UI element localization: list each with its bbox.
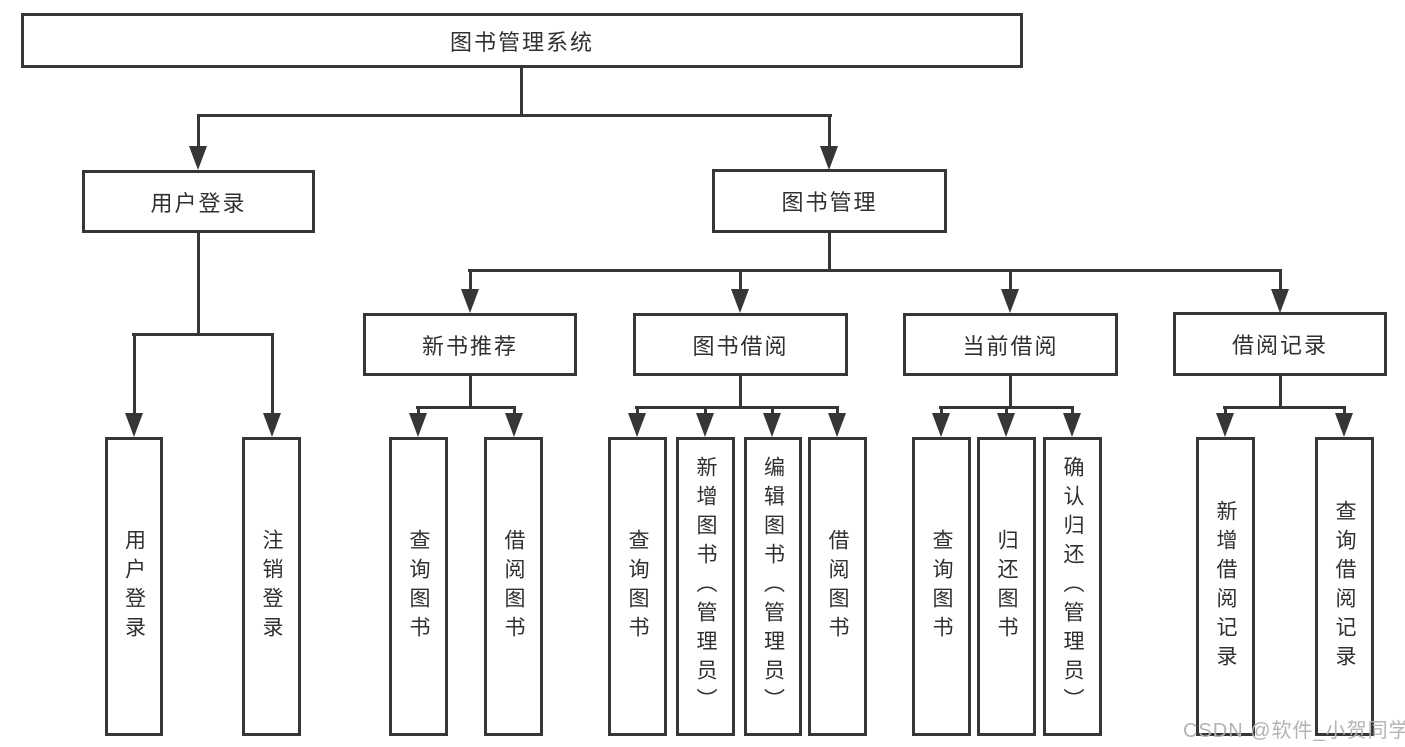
connector-recommend-bar <box>416 406 516 409</box>
leaf-label-recommend-query-books: 查询图书 <box>407 528 431 645</box>
connector-userlogin-stem <box>197 233 200 336</box>
leaf-label-borrow-borrow-books: 借阅图书 <box>826 528 850 645</box>
arrowhead-to-query-record <box>1335 413 1353 437</box>
arrowhead-to-book-management <box>820 146 838 170</box>
connector-bookmgmt-bar <box>468 269 1282 272</box>
arrowhead-to-recommend-borrow <box>505 413 523 437</box>
leaf-box-borrow-query-books: 查询图书 <box>608 437 667 736</box>
leaf-box-add-borrow-record: 新增借阅记录 <box>1196 437 1255 736</box>
leaf-label-query-borrow-record: 查询借阅记录 <box>1333 499 1357 674</box>
connector-root-drop-left <box>197 114 200 148</box>
connector-root-stem <box>520 68 523 117</box>
leaf-label-edit-books-admin: 编辑图书（管理员） <box>761 456 785 717</box>
leaf-box-edit-books-admin: 编辑图书（管理员） <box>744 437 802 736</box>
leaf-box-borrow-borrow-books: 借阅图书 <box>808 437 867 736</box>
connector-currentborrow-stem <box>1009 376 1012 409</box>
connector-root-drop-right <box>828 114 831 148</box>
arrowhead-to-borrow-records <box>1271 289 1289 313</box>
connector-records-bar <box>1223 406 1346 409</box>
arrowhead-to-current-query <box>932 413 950 437</box>
connector-recommend-stem <box>469 376 472 409</box>
connector-currentborrow-drop-1 <box>940 406 943 415</box>
connector-records-drop-1 <box>1224 406 1227 415</box>
node-box-library-system: 图书管理系统 <box>21 13 1023 68</box>
node-label-user-login: 用户登录 <box>150 190 247 216</box>
node-box-current-borrow: 当前借阅 <box>903 313 1118 376</box>
leaf-label-confirm-return-admin: 确认归还（管理员） <box>1061 456 1085 717</box>
arrowhead-to-return-books <box>997 413 1015 437</box>
connector-bookborrow-stem <box>739 376 742 409</box>
connector-userlogin-bar <box>132 333 274 336</box>
arrowhead-to-edit-books <box>763 413 781 437</box>
leaf-label-borrow-query-books: 查询图书 <box>626 528 650 645</box>
connector-bookborrow-drop-2 <box>704 406 707 415</box>
connector-recommend-drop-1 <box>417 406 420 415</box>
watermark: CSDN @软件_小贺同学 <box>1183 720 1405 742</box>
connector-bookmgmt-drop-2 <box>739 269 742 289</box>
connector-currentborrow-drop-2 <box>1005 406 1008 415</box>
connector-recommend-drop-2 <box>513 406 516 415</box>
arrowhead-to-leaf-logout <box>263 413 281 437</box>
arrowhead-to-bookborrow-query <box>628 413 646 437</box>
connector-bookborrow-drop-1 <box>636 406 639 415</box>
connector-bookborrow-bar <box>635 406 839 409</box>
node-label-book-borrow: 图书借阅 <box>692 333 789 359</box>
node-box-user-login: 用户登录 <box>82 170 315 233</box>
arrowhead-to-current-borrow <box>1001 289 1019 313</box>
leaf-label-add-books-admin: 新增图书（管理员） <box>694 456 718 717</box>
arrowhead-to-confirm-return <box>1063 413 1081 437</box>
arrowhead-to-recommend-query <box>409 413 427 437</box>
connector-userlogin-drop-1 <box>133 333 136 413</box>
connector-root-bar <box>197 114 832 117</box>
connector-bookmgmt-drop-1 <box>469 269 472 289</box>
leaf-box-logout: 注销登录 <box>242 437 301 736</box>
connector-bookmgmt-drop-3 <box>1009 269 1012 289</box>
leaf-label-logout: 注销登录 <box>260 528 284 645</box>
leaf-box-confirm-return-admin: 确认归还（管理员） <box>1043 437 1102 736</box>
node-label-current-borrow: 当前借阅 <box>962 333 1059 359</box>
arrowhead-to-leaf-user-login <box>125 413 143 437</box>
arrowhead-to-new-book-recommend <box>461 289 479 313</box>
arrowhead-to-bookborrow-borrow <box>828 413 846 437</box>
connector-bookmgmt-stem <box>828 233 831 272</box>
leaf-label-current-query-books: 查询图书 <box>930 528 954 645</box>
leaf-label-add-borrow-record: 新增借阅记录 <box>1214 499 1238 674</box>
leaf-box-add-books-admin: 新增图书（管理员） <box>676 437 735 736</box>
leaf-box-recommend-query-books: 查询图书 <box>389 437 448 736</box>
leaf-box-query-borrow-record: 查询借阅记录 <box>1315 437 1374 736</box>
leaf-label-return-books: 归还图书 <box>995 528 1019 645</box>
node-box-borrow-records: 借阅记录 <box>1173 312 1387 376</box>
node-label-library-system: 图书管理系统 <box>449 29 594 55</box>
node-box-book-management: 图书管理 <box>712 169 947 233</box>
arrowhead-to-user-login <box>189 146 207 170</box>
leaf-box-current-query-books: 查询图书 <box>912 437 971 736</box>
connector-bookborrow-drop-3 <box>771 406 774 415</box>
node-box-book-borrow: 图书借阅 <box>633 313 848 376</box>
leaf-label-user-login: 用户登录 <box>122 528 146 645</box>
connector-bookborrow-drop-4 <box>836 406 839 415</box>
node-label-new-book-recommend: 新书推荐 <box>421 333 518 359</box>
leaf-box-recommend-borrow-books: 借阅图书 <box>484 437 543 736</box>
arrowhead-to-add-record <box>1216 413 1234 437</box>
connector-records-drop-2 <box>1343 406 1346 415</box>
leaf-box-return-books: 归还图书 <box>977 437 1036 736</box>
node-label-borrow-records: 借阅记录 <box>1231 333 1328 358</box>
node-label-book-management: 图书管理 <box>781 190 878 215</box>
connector-userlogin-drop-2 <box>271 333 274 413</box>
arrowhead-to-add-books <box>696 413 714 437</box>
connector-records-stem <box>1279 375 1282 409</box>
connector-bookmgmt-drop-4 <box>1279 269 1282 289</box>
leaf-label-recommend-borrow-books: 借阅图书 <box>502 528 526 645</box>
connector-currentborrow-drop-3 <box>1071 406 1074 415</box>
node-box-new-book-recommend: 新书推荐 <box>363 313 577 376</box>
arrowhead-to-book-borrow <box>731 289 749 313</box>
leaf-box-user-login: 用户登录 <box>105 437 163 736</box>
